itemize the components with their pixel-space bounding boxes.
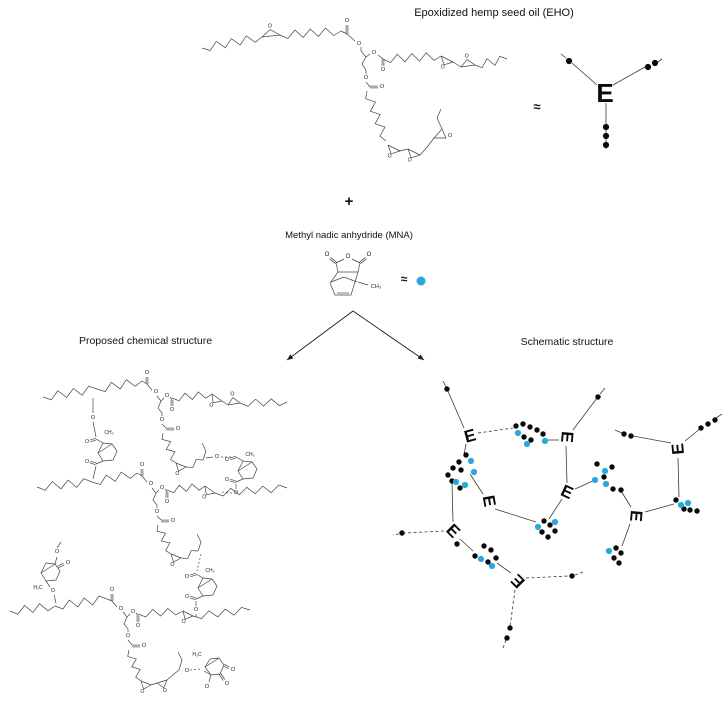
svg-text:O: O	[176, 426, 181, 432]
svg-text:O: O	[364, 75, 369, 81]
svg-text:O: O	[165, 499, 170, 505]
svg-text:O: O	[185, 574, 189, 580]
svg-text:O: O	[165, 393, 170, 399]
svg-text:O: O	[205, 684, 210, 690]
svg-text:O: O	[357, 41, 362, 47]
svg-text:O: O	[85, 439, 89, 445]
svg-text:O: O	[131, 609, 136, 615]
svg-text:O: O	[381, 67, 386, 73]
svg-text:CH₃: CH₃	[371, 284, 381, 290]
svg-text:O: O	[345, 18, 350, 24]
svg-text:O: O	[51, 588, 56, 594]
svg-text:O: O	[66, 560, 71, 566]
eho-title: Epoxidized hemp seed oil (EHO)	[414, 7, 574, 19]
svg-text:O: O	[185, 594, 189, 600]
svg-text:O: O	[160, 485, 165, 491]
svg-text:O: O	[163, 688, 167, 694]
svg-text:O: O	[388, 154, 392, 160]
svg-text:O: O	[325, 252, 330, 258]
svg-text:O: O	[225, 457, 229, 463]
svg-text:CH₃: CH₃	[245, 452, 254, 458]
schematic-structure-title: Schematic structure	[520, 336, 614, 348]
svg-text:O: O	[140, 462, 145, 468]
svg-text:O: O	[91, 415, 96, 421]
svg-text:CH₃: CH₃	[205, 568, 214, 574]
svg-text:O: O	[372, 50, 377, 56]
svg-text:E: E	[558, 481, 576, 503]
svg-text:O: O	[160, 417, 165, 423]
svg-text:O: O	[119, 606, 124, 612]
mna-title: Methyl nadic anhydride (MNA)	[285, 230, 413, 241]
svg-text:O: O	[110, 587, 115, 593]
svg-text:O: O	[140, 689, 144, 695]
svg-text:O: O	[448, 133, 453, 139]
svg-text:O: O	[209, 402, 213, 408]
svg-text:O: O	[126, 633, 131, 639]
svg-text:O: O	[175, 471, 179, 477]
svg-text:O: O	[149, 481, 154, 487]
svg-text:O: O	[170, 407, 175, 413]
svg-text:O: O	[85, 459, 89, 465]
svg-text:E: E	[442, 520, 463, 541]
svg-text:E: E	[462, 425, 478, 446]
svg-text:O: O	[231, 667, 236, 673]
svg-text:O: O	[202, 494, 206, 500]
svg-text:O: O	[185, 668, 190, 674]
svg-text:O: O	[136, 623, 141, 629]
svg-text:E: E	[596, 78, 613, 108]
svg-text:O: O	[441, 65, 445, 71]
svg-text:O: O	[225, 477, 229, 483]
svg-text:H₃C: H₃C	[33, 585, 43, 591]
svg-text:E: E	[479, 494, 500, 508]
proposed-structure-title: Proposed chemical structure	[78, 335, 213, 347]
plus-sign: +	[344, 193, 354, 210]
svg-text:O: O	[268, 23, 272, 29]
svg-text:O: O	[155, 509, 160, 515]
svg-text:O: O	[154, 389, 159, 395]
svg-text:O: O	[230, 391, 234, 397]
svg-text:O: O	[367, 252, 372, 258]
svg-text:O: O	[170, 562, 174, 568]
svg-text:E: E	[557, 431, 577, 444]
approx-symbol-mna: ≈	[400, 272, 408, 286]
svg-text:O: O	[225, 681, 230, 687]
svg-text:O: O	[408, 158, 412, 164]
svg-text:CH₃: CH₃	[104, 430, 113, 436]
svg-text:O: O	[215, 454, 220, 460]
svg-text:E: E	[668, 443, 688, 456]
svg-text:O: O	[142, 643, 147, 649]
svg-text:O: O	[346, 254, 351, 260]
svg-text:O: O	[194, 607, 199, 613]
svg-text:O: O	[171, 518, 176, 524]
svg-text:E: E	[507, 570, 528, 591]
approx-symbol-eho: ≈	[533, 99, 541, 114]
svg-text:O: O	[182, 619, 186, 625]
svg-text:E: E	[626, 510, 646, 523]
svg-text:O: O	[380, 84, 385, 90]
svg-text:O: O	[55, 549, 60, 555]
svg-text:O: O	[465, 53, 469, 59]
svg-text:H₃C: H₃C	[192, 652, 202, 658]
svg-text:O: O	[145, 370, 150, 376]
